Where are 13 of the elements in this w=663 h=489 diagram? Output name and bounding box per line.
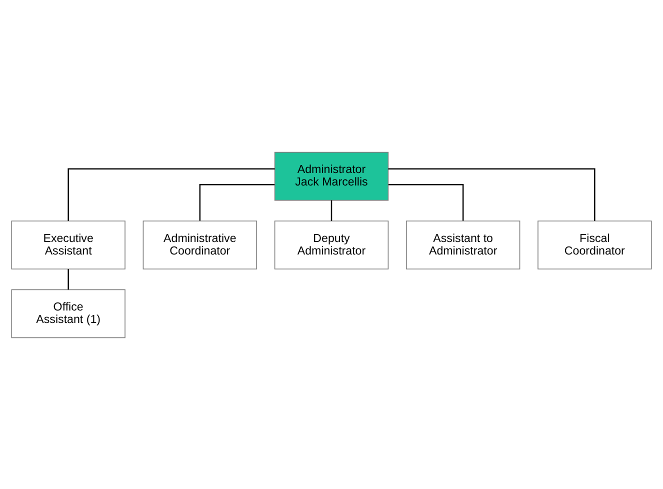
connector (388, 183, 464, 220)
connector (199, 183, 275, 220)
connector (330, 200, 332, 220)
node-box: Deputy Administrator (274, 220, 389, 269)
node-box: Administrative Coordinator (142, 220, 258, 269)
node-box: Assistant to Administrator (406, 220, 520, 269)
connector (68, 268, 69, 290)
node-box: Fiscal Coordinator (538, 220, 652, 269)
connector (388, 168, 596, 220)
node-box: Executive Assistant (11, 220, 126, 269)
connector (68, 168, 275, 220)
node-box: Administrator Jack Marcellis (274, 151, 389, 200)
node-box: Office Assistant (1) (11, 288, 126, 338)
